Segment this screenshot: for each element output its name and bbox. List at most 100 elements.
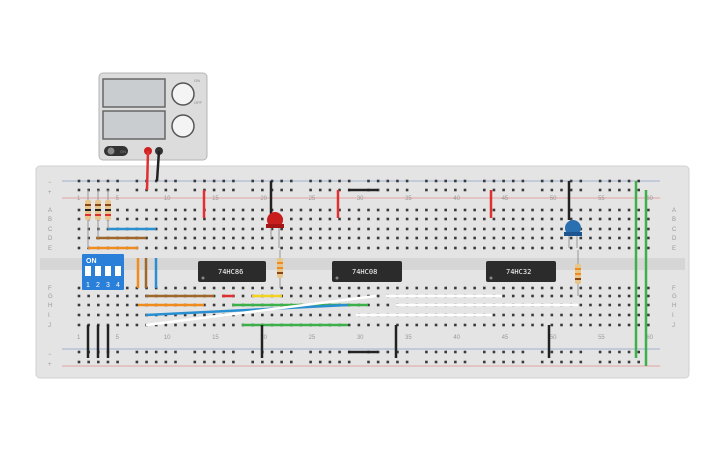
breadboard-hole[interactable]: [618, 208, 621, 212]
rail-hole[interactable]: [164, 188, 168, 192]
breadboard-hole[interactable]: [241, 217, 245, 221]
breadboard-hole[interactable]: [598, 236, 602, 240]
breadboard-hole[interactable]: [347, 313, 351, 317]
breadboard-hole[interactable]: [367, 286, 370, 290]
breadboard-hole[interactable]: [444, 217, 447, 221]
breadboard-hole[interactable]: [106, 313, 110, 317]
breadboard-hole[interactable]: [164, 286, 168, 290]
breadboard-hole[interactable]: [608, 303, 612, 307]
breadboard-hole[interactable]: [483, 286, 486, 290]
rail-hole[interactable]: [290, 350, 293, 354]
breadboard-hole[interactable]: [347, 286, 351, 290]
rail-hole[interactable]: [434, 188, 438, 192]
rail-hole[interactable]: [425, 350, 428, 354]
rail-hole[interactable]: [193, 350, 197, 354]
breadboard-hole[interactable]: [116, 323, 119, 327]
rail-hole[interactable]: [511, 350, 515, 354]
rail-hole[interactable]: [386, 188, 390, 192]
rail-hole[interactable]: [386, 179, 390, 183]
breadboard-hole[interactable]: [560, 217, 563, 221]
breadboard-hole[interactable]: [290, 217, 293, 221]
breadboard-hole[interactable]: [261, 236, 264, 240]
rail-hole[interactable]: [579, 188, 583, 192]
breadboard-hole[interactable]: [154, 323, 158, 327]
breadboard-hole[interactable]: [521, 246, 525, 250]
breadboard-hole[interactable]: [222, 227, 226, 231]
rail-hole[interactable]: [550, 350, 554, 354]
breadboard-hole[interactable]: [511, 313, 515, 317]
breadboard-hole[interactable]: [618, 236, 621, 240]
breadboard-hole[interactable]: [608, 208, 612, 212]
breadboard-hole[interactable]: [396, 227, 399, 231]
breadboard-hole[interactable]: [309, 236, 312, 240]
breadboard-hole[interactable]: [203, 227, 206, 231]
chip-74hc08[interactable]: 74HC08: [332, 261, 402, 282]
breadboard-hole[interactable]: [386, 208, 390, 212]
rail-hole[interactable]: [309, 188, 312, 192]
rail-hole[interactable]: [222, 179, 226, 183]
breadboard-hole[interactable]: [425, 227, 428, 231]
rail-hole[interactable]: [618, 350, 621, 354]
breadboard-hole[interactable]: [569, 217, 573, 221]
breadboard-hole[interactable]: [589, 236, 592, 240]
rail-hole[interactable]: [212, 179, 216, 183]
breadboard-hole[interactable]: [492, 217, 496, 221]
breadboard-hole[interactable]: [183, 313, 187, 317]
breadboard-hole[interactable]: [618, 313, 621, 317]
rail-hole[interactable]: [511, 179, 515, 183]
breadboard-hole[interactable]: [637, 303, 640, 307]
breadboard-hole[interactable]: [328, 286, 332, 290]
breadboard-hole[interactable]: [492, 323, 496, 327]
rail-hole[interactable]: [627, 360, 631, 364]
breadboard-hole[interactable]: [540, 236, 544, 240]
breadboard-hole[interactable]: [338, 313, 341, 317]
breadboard-hole[interactable]: [145, 236, 148, 240]
breadboard-hole[interactable]: [473, 323, 476, 327]
rail-hole[interactable]: [540, 179, 544, 183]
breadboard-hole[interactable]: [521, 236, 525, 240]
breadboard-hole[interactable]: [77, 208, 81, 212]
rail-hole[interactable]: [318, 179, 322, 183]
breadboard-hole[interactable]: [299, 217, 303, 221]
breadboard-hole[interactable]: [376, 294, 380, 298]
wire-blue[interactable]: [145, 303, 349, 317]
rail-hole[interactable]: [270, 360, 274, 364]
breadboard-hole[interactable]: [347, 208, 351, 212]
breadboard-hole[interactable]: [454, 208, 457, 212]
breadboard-hole[interactable]: [328, 313, 332, 317]
breadboard-hole[interactable]: [251, 208, 254, 212]
rail-hole[interactable]: [212, 188, 216, 192]
breadboard-hole[interactable]: [637, 286, 640, 290]
blue-led[interactable]: [564, 220, 582, 248]
breadboard-hole[interactable]: [569, 246, 573, 250]
rail-hole[interactable]: [193, 188, 197, 192]
breadboard-hole[interactable]: [87, 236, 90, 240]
breadboard-hole[interactable]: [164, 246, 168, 250]
breadboard-hole[interactable]: [454, 286, 457, 290]
breadboard-hole[interactable]: [405, 323, 409, 327]
breadboard-hole[interactable]: [154, 217, 158, 221]
breadboard-hole[interactable]: [164, 217, 168, 221]
breadboard-hole[interactable]: [569, 208, 573, 212]
rail-hole[interactable]: [164, 179, 168, 183]
breadboard-hole[interactable]: [483, 323, 486, 327]
breadboard-hole[interactable]: [97, 303, 100, 307]
rail-hole[interactable]: [367, 179, 370, 183]
breadboard-hole[interactable]: [357, 236, 361, 240]
breadboard-hole[interactable]: [270, 227, 274, 231]
breadboard-hole[interactable]: [521, 208, 525, 212]
breadboard-hole[interactable]: [444, 208, 447, 212]
breadboard-hole[interactable]: [357, 227, 361, 231]
rail-hole[interactable]: [203, 360, 206, 364]
dip-toggle-4[interactable]: [115, 266, 121, 276]
breadboard-hole[interactable]: [637, 208, 640, 212]
breadboard-hole[interactable]: [261, 313, 264, 317]
breadboard-hole[interactable]: [405, 236, 409, 240]
breadboard-hole[interactable]: [347, 236, 351, 240]
rail-hole[interactable]: [309, 179, 312, 183]
rail-hole[interactable]: [492, 350, 496, 354]
breadboard-hole[interactable]: [608, 246, 612, 250]
breadboard-hole[interactable]: [511, 208, 515, 212]
rail-hole[interactable]: [77, 360, 81, 364]
rail-hole[interactable]: [560, 179, 563, 183]
